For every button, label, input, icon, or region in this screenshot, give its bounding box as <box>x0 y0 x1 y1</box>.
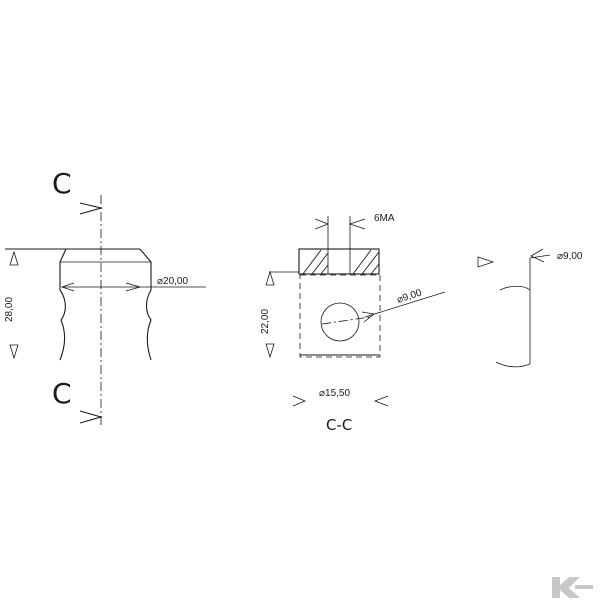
section-mark-upper: C <box>52 167 72 200</box>
thread-callout-label: 6MA <box>374 213 395 224</box>
section-title: C-C <box>326 416 352 434</box>
cross-hole-centerline <box>321 316 371 325</box>
section-height-label: 22,00 <box>260 309 271 334</box>
thread-arrow-right-icon <box>348 218 366 230</box>
section-body-outline <box>299 274 381 358</box>
thread-arrow-left-icon <box>314 218 330 230</box>
section-top-band <box>298 248 380 275</box>
dimension-arrow-icon <box>60 282 75 292</box>
height-28-label: 28,00 <box>4 297 15 322</box>
section-width-label: ⌀15,50 <box>319 388 350 399</box>
section-mark-lower: C <box>52 377 72 410</box>
height-arrow-top-icon <box>9 250 19 266</box>
section-arrow-lower-icon <box>79 410 104 424</box>
diameter-20-label: ⌀20,00 <box>157 276 188 287</box>
pin-diameter-label: ⌀9,00 <box>557 251 583 262</box>
front-view-right-contour <box>139 248 152 361</box>
pin-top-curve <box>499 285 531 291</box>
brand-logo-icon <box>552 577 593 598</box>
pin-view: ⌀9,00 <box>477 248 583 368</box>
pin-bottom-curve <box>495 361 531 368</box>
front-view: ⌀20,00 28,00 C C <box>4 167 206 428</box>
leader-arrow-icon <box>361 311 375 323</box>
top-band-hatching <box>302 249 380 275</box>
width-arrow-right-icon <box>373 395 389 407</box>
height-arrow-bottom-icon <box>9 344 19 360</box>
pin-arrow-right-icon <box>530 248 545 263</box>
section-height-arrow-bottom-icon <box>265 343 275 359</box>
pin-arrow-left-icon <box>477 256 495 268</box>
width-arrow-left-icon <box>292 395 307 407</box>
hole-diameter-leader <box>364 291 446 318</box>
front-view-left-contour <box>59 248 67 361</box>
section-arrow-upper-icon <box>79 202 104 215</box>
section-height-arrow-top-icon <box>265 270 275 286</box>
cross-hole-circle <box>320 302 360 342</box>
dimension-arrow-icon <box>125 282 142 292</box>
section-view: 6MA ⌀9,00 22,00 ⌀15,50 C-C <box>260 213 446 434</box>
